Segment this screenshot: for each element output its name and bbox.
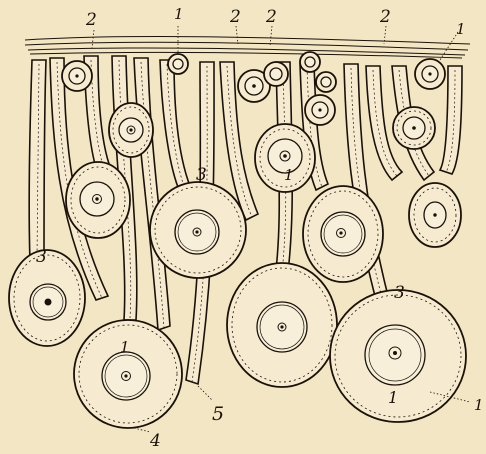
- label-1-top-right: 1: [456, 20, 466, 38]
- label-2-mid: 2: [265, 7, 277, 27]
- follicle-top-5: [300, 52, 320, 72]
- follicle-top-7: [305, 95, 335, 125]
- label-1-center-follicle: 1: [284, 166, 294, 184]
- label-1-lower-right-follicle: 1: [388, 388, 398, 407]
- label-3-center: 3: [196, 165, 207, 185]
- follicle-top-4: [264, 62, 288, 86]
- follicle-large-1: [9, 250, 85, 346]
- follicle-large-3: [303, 186, 383, 282]
- follicle-mid-2: [66, 162, 130, 238]
- follicle-top-1: [62, 61, 92, 91]
- follicle-mid-1: [109, 103, 153, 157]
- label-2-right: 2: [379, 7, 391, 27]
- label-3-right: 3: [394, 283, 405, 303]
- label-1-right-edge: 1: [474, 396, 484, 414]
- label-2-left: 2: [85, 10, 97, 30]
- follicle-large-4: [74, 320, 182, 428]
- label-1-lower-left-follicle: 1: [120, 338, 130, 356]
- follicle-top-9: [393, 107, 435, 149]
- label-5: 5: [212, 403, 224, 425]
- follicle-large-5: [227, 263, 337, 387]
- label-4: 4: [149, 431, 161, 451]
- label-2-center: 2: [229, 7, 241, 27]
- follicle-large-2: [150, 182, 246, 278]
- follicle-top-2: [168, 54, 188, 74]
- label-1-top: 1: [174, 5, 184, 23]
- label-3-left: 3: [36, 247, 47, 267]
- follicle-top-8: [415, 59, 445, 89]
- follicle-mid-4: [409, 183, 461, 247]
- follicle-top-6: [316, 72, 336, 92]
